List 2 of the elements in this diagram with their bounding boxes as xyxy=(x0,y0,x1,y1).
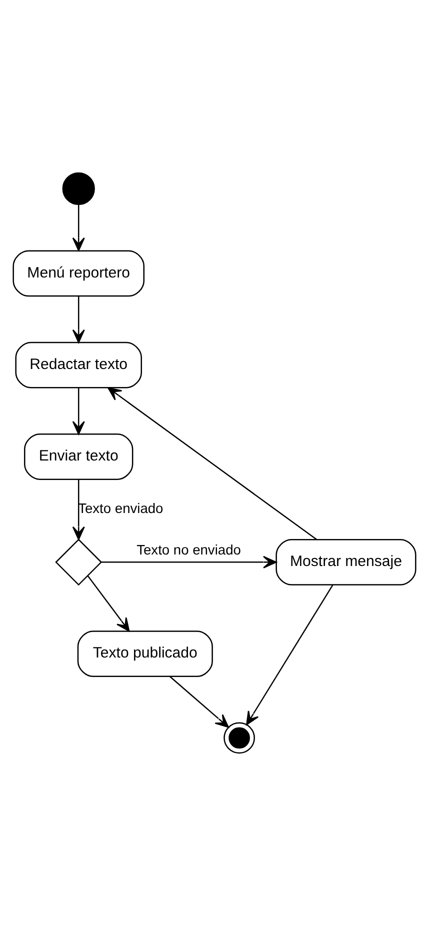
edge-label: Texto enviado xyxy=(78,500,164,516)
edge-label: Texto no enviado xyxy=(136,542,241,557)
